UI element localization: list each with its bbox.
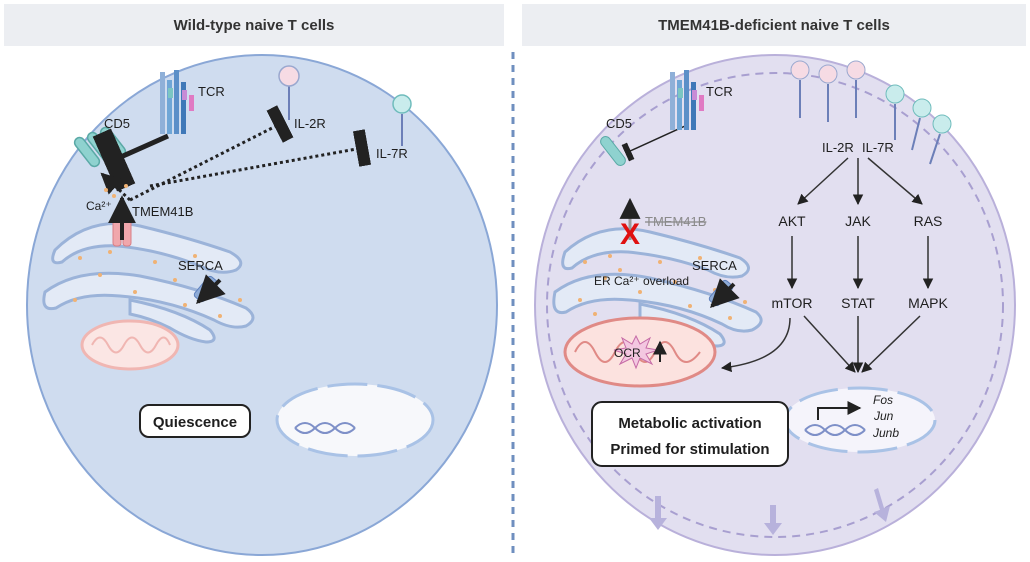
mtor-to-nucleus [803,315,856,373]
left-mitochondrion [80,319,180,371]
right-serca-pump [708,278,740,308]
mtor-label: mTOR [772,295,813,311]
left-dna-icon [294,422,356,434]
left-cell: CD5 TCR IL-2R IL-7R [26,54,498,556]
left-cell-membrane [26,54,498,556]
right-mitochondrion [563,316,717,388]
deletion-x-icon: X [620,218,640,251]
right-tmem41b-channel: X [619,197,641,251]
left-il7r-label: IL-7R [376,146,408,161]
right-serca-label: SERCA [692,258,737,273]
right-tmem41b-label: TMEM41B [645,214,706,229]
ocr-label: OCR [614,346,641,360]
il-to-akt [797,157,849,205]
right-tcr-label: TCR [706,84,733,99]
right-il2r-label: IL-2R [822,140,854,155]
left-tcr-label: TCR [198,84,225,99]
left-panel-title: Wild-type naive T cells [4,4,504,46]
right-cd5-label: CD5 [606,116,632,131]
jak-label: JAK [845,213,871,229]
quiescence-box [139,404,251,438]
er-overload-label: ER Ca²⁺ overload [594,274,689,288]
left-er [42,221,255,344]
ocr-burst-icon [613,334,659,370]
metabolic-activation-label: Metabolic activation [618,415,761,432]
left-il2r-label: IL-2R [294,116,326,131]
expansion-arrows [649,488,890,535]
left-er-calcium-dots [73,250,242,318]
gene-jun: Jun [873,409,894,423]
right-tcr-receptor [670,70,704,130]
left-ca-label: Ca²⁺ [86,199,112,213]
il-to-ras [867,157,923,205]
left-cd5-label: CD5 [104,116,130,131]
il2r-inhibition [129,105,294,202]
gene-fos: Fos [873,393,893,407]
left-tmem41b-channel [108,195,136,247]
left-serca-pump [193,274,226,304]
gene-junb: Junb [872,426,899,440]
tcr-inhibits-cd5 [92,128,170,192]
akt-label: AKT [778,213,806,229]
right-il7r-label: IL-7R [862,140,894,155]
right-cell-expanding-membrane [546,72,1004,538]
primed-label: Primed for stimulation [610,441,769,458]
left-il7r-receptor [392,94,412,146]
left-serca-label: SERCA [178,258,223,273]
left-nucleus [275,382,435,458]
right-cell: OCR Fos Jun Junb CD5 TCR [534,54,1016,556]
mapk-label: MAPK [908,295,948,311]
right-panel-title: TMEM41B-deficient naive T cells [522,4,1026,46]
transcription-arrow [817,401,862,420]
outcome-box [591,401,789,467]
tcr-weak-inhibition [621,125,686,162]
stat-label: STAT [841,295,875,311]
right-il2r-cluster [790,60,866,122]
right-dna-icon [804,424,866,436]
right-nucleus [783,386,937,454]
left-tmem41b-label: TMEM41B [132,204,193,219]
quiescence-label: Quiescence [153,414,237,431]
mtor-to-mitochondrion [720,317,791,373]
left-tcr-receptor [160,70,194,134]
ras-label: RAS [914,213,943,229]
right-cd5-receptor [600,136,626,166]
right-il7r-cluster [885,84,952,165]
mapk-to-nucleus [861,315,921,373]
